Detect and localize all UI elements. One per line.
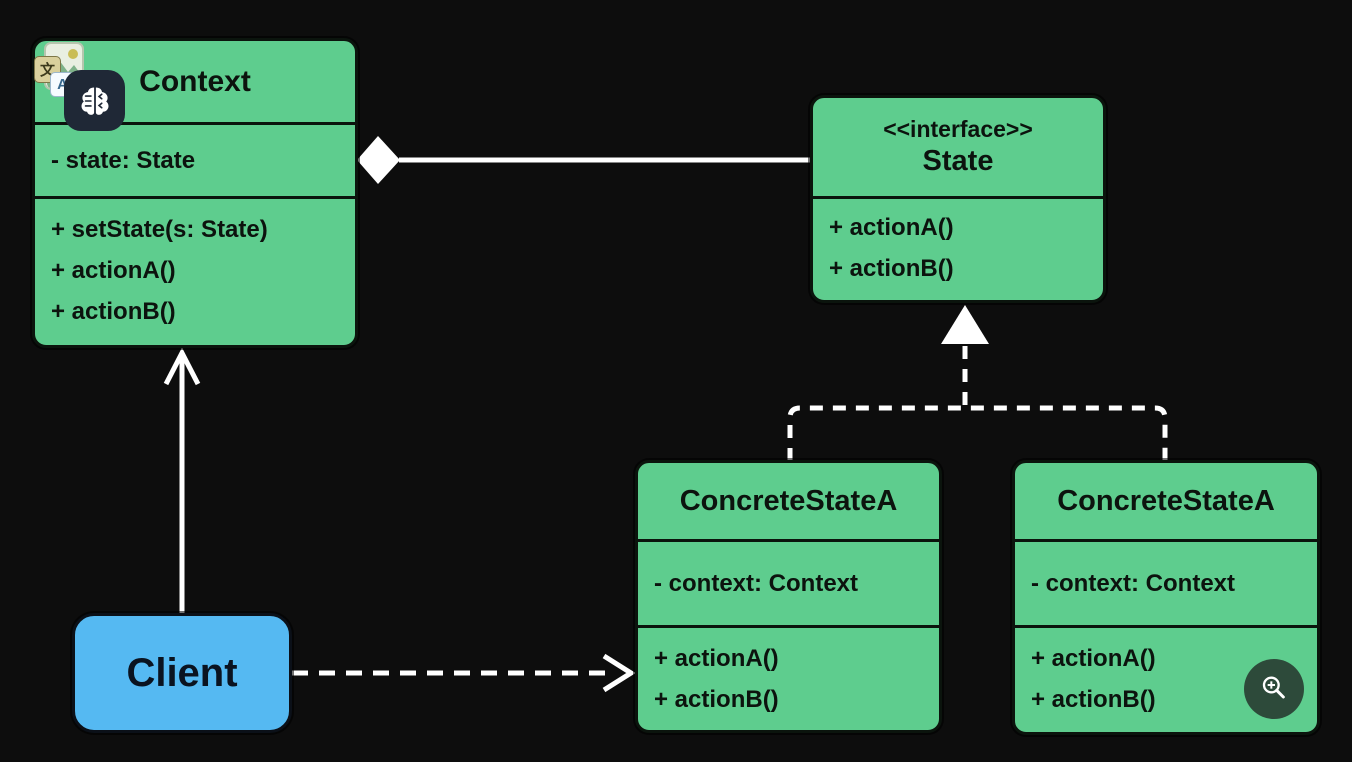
realization-triangle-icon [941, 305, 989, 344]
brain-app-badge[interactable] [64, 70, 125, 131]
class-attributes: - state: State [35, 122, 355, 196]
class-title: ConcreteStateA [1057, 484, 1275, 517]
method-text: + actionB() [1031, 686, 1156, 713]
attribute-text: - context: Context [654, 569, 858, 597]
brain-icon [81, 87, 108, 115]
class-title: Context [139, 64, 251, 98]
method-text: + setState(s: State) [51, 216, 268, 243]
realization-connector [787, 305, 1168, 461]
method-text: + actionA() [829, 214, 954, 241]
class-attributes: - context: Context [1015, 539, 1317, 625]
magnifier-plus-icon [1262, 676, 1285, 699]
interface-title: <<interface>> State [813, 98, 1103, 196]
method-text: + actionA() [654, 645, 779, 672]
class-methods: + setState(s: State) + actionA() + actio… [35, 196, 355, 332]
class-title: ConcreteStateA [679, 484, 898, 517]
aggregation-connector [357, 136, 812, 184]
client-dependency-connector [292, 653, 636, 693]
client-label: Client [126, 650, 238, 695]
open-arrowhead-up-icon [163, 347, 201, 386]
attribute-text: - state: State [51, 146, 196, 174]
client-box: Client [72, 613, 292, 733]
stereotype-label: <<interface>> [883, 116, 1033, 142]
method-text: + actionB() [829, 255, 954, 282]
class-attributes: - context: Context [638, 539, 939, 625]
method-text: + actionB() [51, 298, 176, 325]
class-methods: + actionA() + actionB() [813, 196, 1103, 289]
client-context-connector [163, 347, 201, 613]
class-box-concrete-state-left: ConcreteStateA - context: Context + acti… [635, 460, 942, 733]
method-text: + actionA() [51, 257, 176, 284]
attribute-text: - context: Context [1031, 569, 1235, 597]
class-title: State [922, 145, 994, 177]
class-methods: + actionA() + actionB() [638, 625, 939, 720]
method-text: + actionB() [654, 686, 779, 713]
aggregation-diamond-icon [357, 136, 400, 184]
method-text: + actionA() [1031, 645, 1156, 672]
zoom-in-button[interactable] [1244, 659, 1304, 719]
open-arrowhead-right-icon [602, 653, 636, 693]
class-methods: + actionA() + actionB() [1015, 625, 1317, 720]
interface-box-state: <<interface>> State + actionA() + action… [810, 95, 1106, 303]
class-box-context: Context - state: State + setState(s: Sta… [32, 38, 358, 348]
